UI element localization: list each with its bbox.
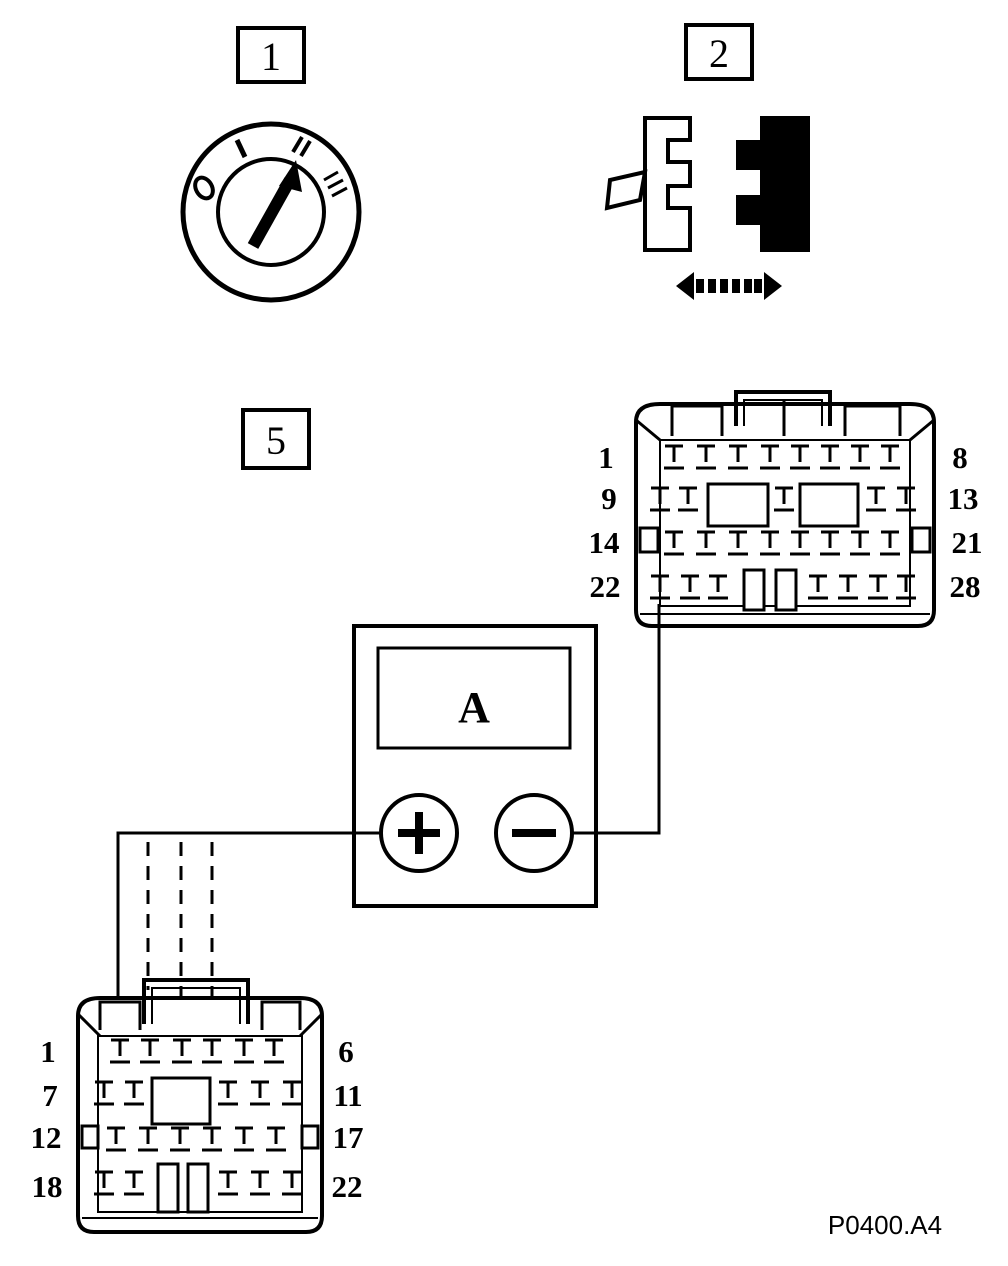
bottom-terminal-5 (234, 1038, 254, 1064)
step-box-5: 5 (241, 408, 311, 470)
bottom-connector-terminals (94, 1038, 302, 1196)
top-terminal-27 (868, 574, 888, 600)
bottom-terminal-3 (172, 1038, 192, 1064)
bottom-pin-label-11: 11 (333, 1078, 362, 1113)
top-terminal-8 (880, 444, 900, 470)
top-terminal-18 (790, 530, 810, 556)
top-terminal-19 (820, 530, 840, 556)
top-terminal-11 (774, 486, 794, 512)
ignition-switch-icon (180, 121, 362, 303)
bottom-terminal-13 (138, 1126, 158, 1152)
top-pin-label-9: 9 (601, 481, 617, 516)
top-terminal-22 (650, 574, 670, 600)
ammeter-unit-label: A (458, 683, 490, 732)
top-terminal-13 (896, 486, 916, 512)
ignition-position-III (323, 170, 348, 198)
ignition-position-I (234, 138, 248, 159)
top-pin-label-28: 28 (950, 569, 981, 604)
top-terminal-5 (790, 444, 810, 470)
bottom-terminal-18 (94, 1170, 114, 1196)
top-pin-label-14: 14 (589, 525, 620, 560)
key-arrow-icon (247, 160, 302, 249)
step-box-5-label: 5 (266, 418, 286, 463)
top-terminal-1 (664, 444, 684, 470)
bottom-pin-label-1: 1 (40, 1034, 56, 1069)
top-terminal-3 (728, 444, 748, 470)
bottom-terminal-10 (250, 1080, 270, 1106)
step-box-2: 2 (684, 23, 754, 81)
connector-disconnect-icon (604, 116, 810, 300)
top-pin-label-22: 22 (590, 569, 621, 604)
double-arrow-icon (676, 272, 782, 300)
top-terminal-14 (664, 530, 684, 556)
bottom-terminal-4 (202, 1038, 222, 1064)
top-terminal-24 (708, 574, 728, 600)
connector-bottom (76, 978, 324, 1234)
bottom-terminal-20 (218, 1170, 238, 1196)
bottom-terminal-7 (94, 1080, 114, 1106)
bottom-pin-label-18: 18 (32, 1169, 63, 1204)
top-terminal-4 (760, 444, 780, 470)
top-pin-label-13: 13 (948, 481, 979, 516)
bottom-terminal-16 (234, 1126, 254, 1152)
top-terminal-2 (696, 444, 716, 470)
top-terminal-9 (650, 486, 670, 512)
bottom-pin-label-6: 6 (338, 1034, 354, 1069)
top-terminal-16 (728, 530, 748, 556)
top-terminal-28 (896, 574, 916, 600)
bottom-terminal-19 (124, 1170, 144, 1196)
ignition-position-0 (193, 175, 215, 201)
bottom-pin-label-17: 17 (333, 1120, 364, 1155)
top-terminal-15 (696, 530, 716, 556)
bottom-pin-label-7: 7 (42, 1078, 58, 1113)
bottom-terminal-2 (140, 1038, 160, 1064)
reference-code: P0400.A4 (828, 1210, 942, 1240)
top-terminal-12 (866, 486, 886, 512)
step-box-1-label: 1 (261, 34, 281, 79)
bottom-terminal-1 (110, 1038, 130, 1064)
top-terminal-20 (850, 530, 870, 556)
bottom-terminal-17 (266, 1126, 286, 1152)
top-terminal-25 (808, 574, 828, 600)
top-terminal-10 (678, 486, 698, 512)
bottom-terminal-22 (282, 1170, 302, 1196)
top-pin-label-1: 1 (598, 440, 614, 475)
step-box-2-label: 2 (709, 31, 729, 76)
bottom-terminal-9 (218, 1080, 238, 1106)
bottom-terminal-11 (282, 1080, 302, 1106)
bottom-terminal-12 (106, 1126, 126, 1152)
ammeter: A (352, 624, 598, 908)
connector-top (634, 390, 936, 628)
top-pin-label-21: 21 (952, 525, 983, 560)
bottom-terminal-14 (170, 1126, 190, 1152)
ignition-position-II (291, 135, 312, 158)
top-terminal-7 (850, 444, 870, 470)
top-terminal-17 (760, 530, 780, 556)
top-terminal-21 (880, 530, 900, 556)
top-terminal-26 (838, 574, 858, 600)
bottom-terminal-21 (250, 1170, 270, 1196)
wires (116, 604, 661, 1040)
bottom-terminal-6 (264, 1038, 284, 1064)
plus-terminal (379, 793, 459, 873)
minus-terminal (494, 793, 574, 873)
top-pin-label-8: 8 (952, 440, 968, 475)
top-connector-terminals (650, 444, 916, 600)
top-terminal-23 (680, 574, 700, 600)
bottom-pin-label-22: 22 (332, 1169, 363, 1204)
bottom-terminal-8 (124, 1080, 144, 1106)
top-terminal-6 (820, 444, 840, 470)
step-box-1: 1 (236, 26, 306, 84)
bottom-pin-label-12: 12 (31, 1120, 62, 1155)
bottom-terminal-15 (202, 1126, 222, 1152)
